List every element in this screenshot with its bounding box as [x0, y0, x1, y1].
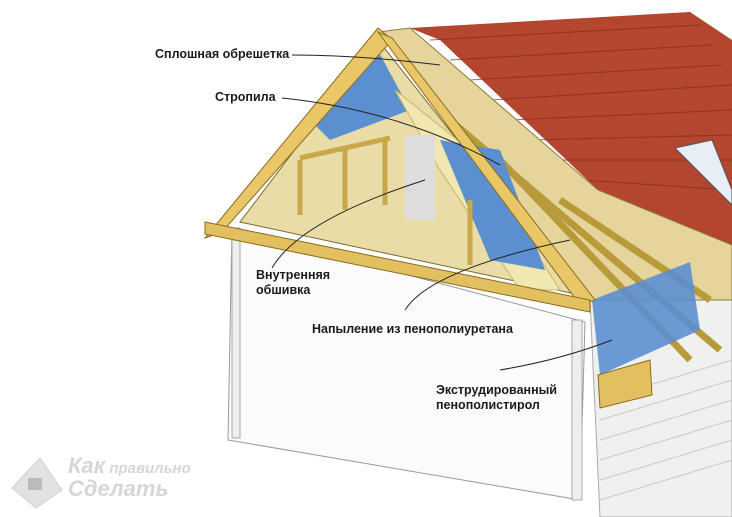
label-rafters: Стропила	[215, 90, 276, 104]
label-inner-lining: Внутренняя обшивка	[256, 268, 331, 297]
blue-insulation-right	[440, 140, 545, 270]
corner-trim	[571, 319, 583, 501]
label-sheathing: Сплошная обрешетка	[155, 47, 290, 61]
ceiling-beam	[204, 221, 591, 313]
leader-lines	[271, 54, 613, 371]
roof-window	[673, 139, 732, 206]
label-xps: Экструдированный пенополистирол	[436, 383, 557, 412]
watermark: Как правильно Сделать	[68, 455, 191, 501]
eave-box	[597, 359, 653, 409]
inner-lining-panel	[405, 135, 435, 220]
roof-tiles	[410, 12, 732, 245]
watermark-window-icon	[28, 478, 42, 490]
label-foam-spray: Напыление из пенополиуретана	[312, 322, 513, 336]
watermark-line2: Сделать	[68, 476, 169, 501]
right-rafter	[376, 30, 596, 306]
watermark-line1: Как	[68, 453, 105, 478]
xps-boards	[592, 262, 700, 375]
tile-rows	[429, 24, 732, 191]
corner-trim	[231, 227, 241, 439]
watermark-line1b: правильно	[109, 460, 191, 477]
blue-insulation-left	[310, 45, 410, 140]
